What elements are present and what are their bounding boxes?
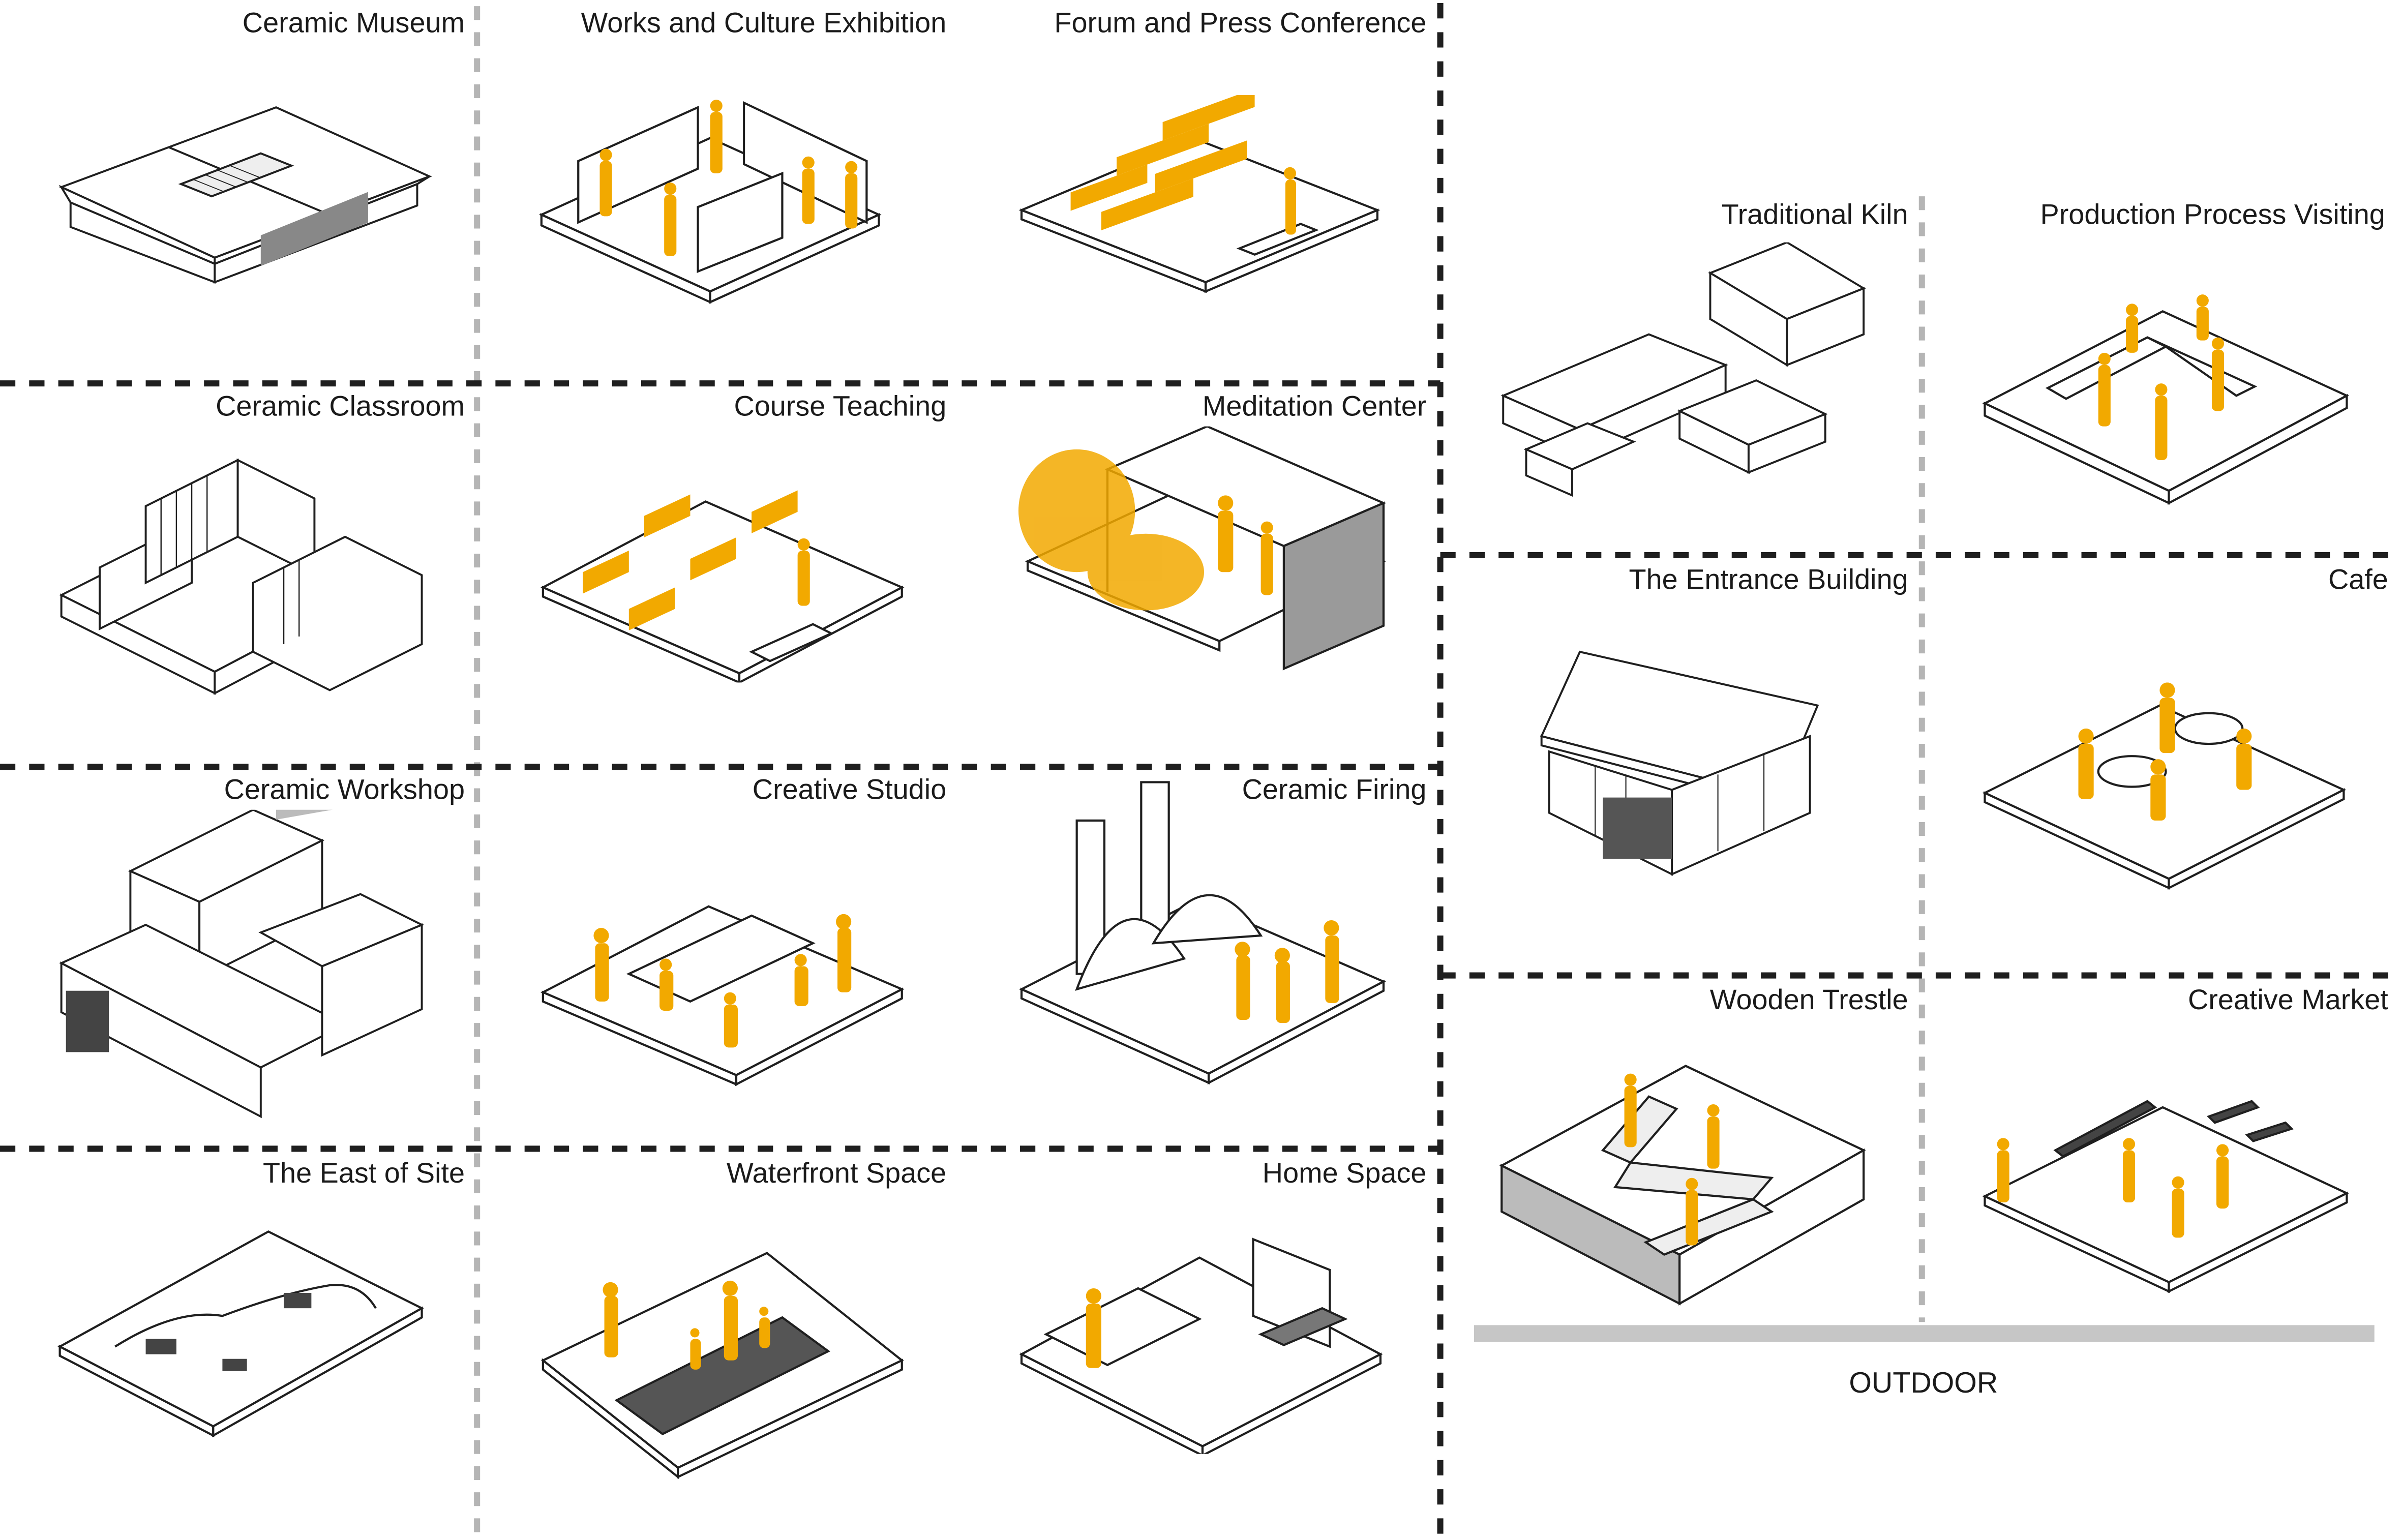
label-ceramic-museum: Ceramic Museum [242, 6, 465, 39]
traditional-kiln-illustration [1500, 242, 1866, 497]
home-space-illustration [1019, 1237, 1383, 1454]
outdoor-bar [1474, 1325, 2375, 1342]
site-buildings [145, 1292, 312, 1371]
label-outdoor: OUTDOOR [1849, 1368, 1998, 1401]
label-home-space: Home Space [1262, 1156, 1427, 1189]
label-ceramic-classroom: Ceramic Classroom [216, 389, 465, 422]
meditators [1218, 495, 1273, 595]
creative-market-illustration [1982, 1100, 2350, 1293]
ceramic-classroom-illustration [59, 458, 423, 695]
forum-audience [1070, 95, 1297, 235]
bamboo-grove [1018, 449, 1205, 611]
label-wooden-trestle: Wooden Trestle [1709, 983, 1908, 1015]
cafe-illustration [1982, 682, 2347, 890]
exhibition-visitors [599, 100, 858, 256]
course-teaching-illustration [541, 490, 905, 683]
entrance-screen [1603, 797, 1672, 859]
label-meditation-center: Meditation Center [1202, 389, 1427, 422]
waterfront-visitors [603, 1280, 770, 1370]
waterfront-space-illustration [541, 1252, 904, 1479]
ceramic-museum-illustration [58, 106, 432, 284]
cafe-customers [2078, 682, 2252, 821]
label-ceramic-workshop: Ceramic Workshop [224, 773, 465, 805]
production-visitors [2098, 294, 2225, 460]
label-waterfront-space: Waterfront Space [727, 1156, 947, 1189]
label-traditional-kiln: Traditional Kiln [1721, 198, 1908, 230]
label-works-culture-exhibition: Works and Culture Exhibition [581, 6, 947, 39]
creative-studio-illustration [540, 905, 905, 1086]
label-forum-press-conference: Forum and Press Conference [1054, 6, 1427, 39]
ceramic-workshop-illustration [59, 809, 425, 1119]
ceramic-firing-illustration [1019, 781, 1386, 1085]
trestle-walkers [1624, 1073, 1720, 1246]
works-exhibition-illustration [538, 100, 882, 304]
label-ceramic-firing: Ceramic Firing [1242, 773, 1427, 805]
label-entrance-building: The Entrance Building [1629, 563, 1908, 595]
label-creative-studio: Creative Studio [752, 773, 947, 805]
home-resident [1086, 1288, 1101, 1368]
workshop-dark-wall [66, 990, 109, 1052]
forum-illustration [1018, 95, 1380, 293]
label-cafe: Cafe [2328, 563, 2388, 595]
meditation-center-illustration [1018, 426, 1387, 671]
students [583, 490, 810, 630]
entrance-building-illustration [1540, 650, 1819, 876]
label-production-process-visiting: Production Process Visiting [2040, 198, 2385, 230]
studio-makers [593, 914, 852, 1048]
label-east-of-site: The East of Site [262, 1156, 465, 1189]
label-course-teaching: Course Teaching [734, 389, 947, 422]
label-creative-market: Creative Market [2187, 983, 2388, 1015]
wooden-trestle-illustration [1499, 1065, 1866, 1306]
firing-onlookers [1235, 920, 1339, 1023]
market-shoppers [1997, 1138, 2229, 1238]
east-of-site-illustration [57, 1230, 425, 1438]
production-process-illustration [1982, 294, 2350, 505]
